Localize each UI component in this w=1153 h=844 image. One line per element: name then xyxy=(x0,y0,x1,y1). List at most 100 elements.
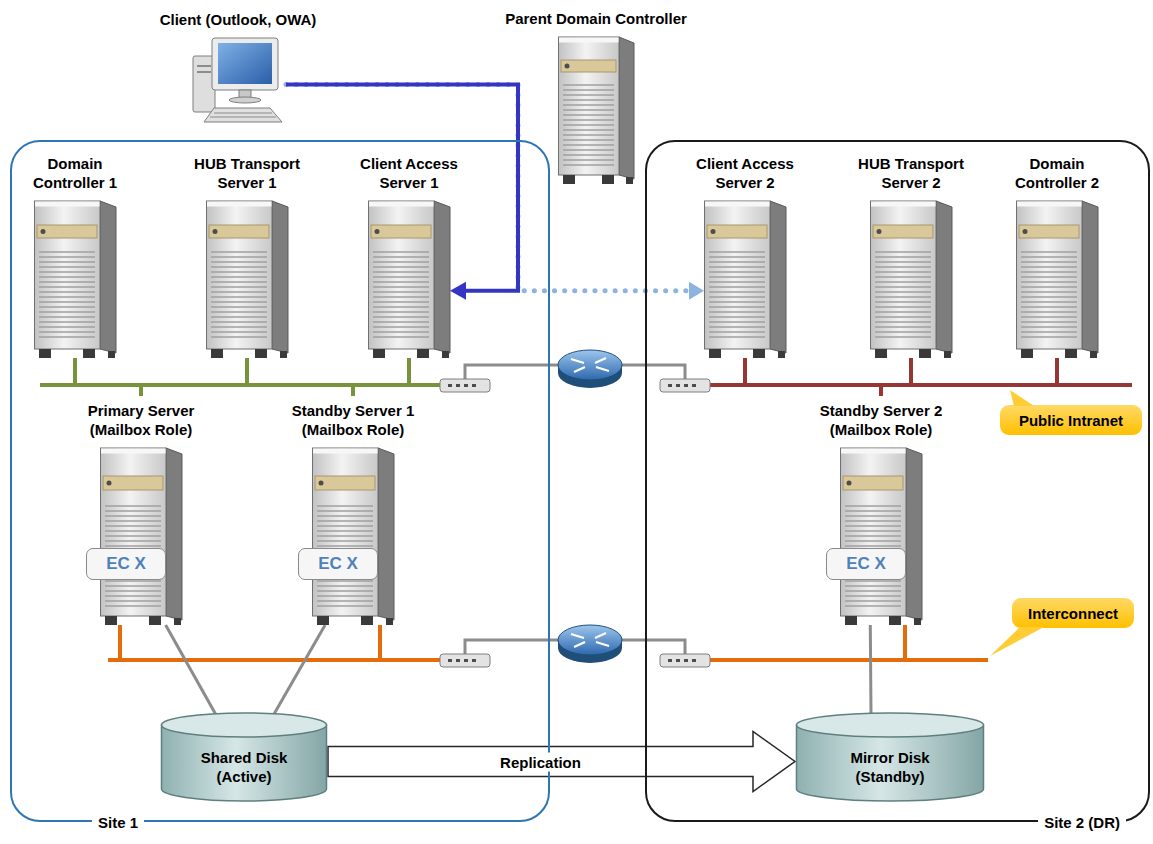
label-slot: HUB Transport Server 1 xyxy=(187,154,307,192)
network-bus xyxy=(108,658,988,662)
server-foot xyxy=(373,349,385,358)
server-tower: Parent Domain Controller xyxy=(558,34,634,184)
server-vents xyxy=(39,252,95,337)
server-bay xyxy=(209,225,269,238)
server-foot xyxy=(889,616,901,625)
server-top xyxy=(559,38,619,43)
server-bay xyxy=(37,225,97,238)
server-top xyxy=(35,202,100,207)
power-button xyxy=(41,229,46,234)
server-illustration xyxy=(368,198,450,358)
mailbox-server: Standby Server 1 (Mailbox Role)EC X xyxy=(312,445,394,625)
server-label: Parent Domain Controller xyxy=(505,9,687,28)
server-front xyxy=(705,201,771,349)
label-slot: Parent Domain Controller xyxy=(505,9,687,28)
server-vents xyxy=(709,252,765,337)
server-label: HUB Transport Server 2 xyxy=(851,154,971,192)
arrow-head xyxy=(450,282,466,300)
server-vents xyxy=(563,85,614,165)
server-foot xyxy=(39,349,51,358)
server-top xyxy=(871,202,936,207)
disk-label: Mirror Disk (Standby) xyxy=(835,748,945,786)
label-slot: Replication xyxy=(496,752,585,771)
power-button xyxy=(1023,229,1028,234)
power-button xyxy=(213,229,218,234)
server-side xyxy=(378,448,394,620)
server-side xyxy=(166,448,182,620)
disk-top xyxy=(797,713,984,737)
server-label: Domain Controller 2 xyxy=(997,154,1117,192)
server-front xyxy=(841,448,907,616)
callout-box: Interconnect xyxy=(1012,598,1134,628)
server-front xyxy=(1017,201,1083,349)
server-side xyxy=(770,201,786,353)
server-illustration xyxy=(1016,198,1098,358)
server-foot xyxy=(280,351,287,358)
disk-top xyxy=(162,713,327,737)
label-slot: Client Access Server 1 xyxy=(349,154,469,192)
replication-arrow xyxy=(328,732,795,792)
switch-ports xyxy=(448,386,696,661)
disk-label: Shared Disk (Active) xyxy=(189,748,299,786)
server-foot xyxy=(563,175,575,184)
server-bay xyxy=(561,60,616,72)
server-foot xyxy=(386,618,393,625)
site-region: Site 1Domain Controller 1HUB Transport S… xyxy=(10,140,550,822)
server-illustration xyxy=(704,198,786,358)
server-label: Standby Server 1 (Mailbox Role) xyxy=(278,401,428,439)
network-drop xyxy=(120,625,905,660)
connector-line xyxy=(274,625,325,714)
server-label: HUB Transport Server 1 xyxy=(187,154,307,192)
connector xyxy=(166,625,216,714)
router-arrows xyxy=(571,358,609,372)
server-bay xyxy=(315,476,375,490)
callout-tail xyxy=(1012,598,1013,599)
label-slot: Shared Disk (Active) xyxy=(160,738,328,796)
server-top xyxy=(705,202,770,207)
server-foot xyxy=(361,616,373,625)
site-label: Site 1 xyxy=(92,813,144,832)
label-slot: Domain Controller 2 xyxy=(997,154,1117,192)
callout-tail-shape xyxy=(990,627,1044,656)
server-vents xyxy=(875,252,931,337)
server-side xyxy=(906,448,922,620)
label-slot: Client Access Server 2 xyxy=(685,154,805,192)
power-button xyxy=(107,481,112,486)
site-region: Site 2 (DR)Client Access Server 2HUB Tra… xyxy=(645,140,1150,822)
server-foot xyxy=(108,351,115,358)
router-arrows xyxy=(571,633,609,647)
server-top xyxy=(841,449,906,454)
power-button xyxy=(877,229,882,234)
server-bay xyxy=(1019,225,1079,238)
connector xyxy=(870,625,872,713)
server-foot xyxy=(919,349,931,358)
cluster-badge: EC X xyxy=(826,548,906,580)
server-side xyxy=(100,201,116,353)
callout-box: Public Intranet xyxy=(1000,405,1142,435)
callout-text: Public Intranet xyxy=(1019,411,1123,430)
server-foot xyxy=(1021,349,1033,358)
network-drop xyxy=(75,358,409,396)
client-computer: Client (Outlook, OWA) xyxy=(190,34,286,126)
server-foot xyxy=(914,618,921,625)
server-top xyxy=(207,202,272,207)
server-foot xyxy=(83,349,95,358)
power-button xyxy=(319,481,324,486)
router-top xyxy=(558,625,622,655)
server-side xyxy=(936,201,952,353)
server-label: Domain Controller 1 xyxy=(15,154,135,192)
server-illustration xyxy=(100,445,182,625)
server-foot xyxy=(211,349,223,358)
server-bay xyxy=(371,225,431,238)
mailbox-server: Standby Server 2 (Mailbox Role)EC X xyxy=(840,445,922,625)
cluster-badge: EC X xyxy=(298,548,378,580)
label-slot: HUB Transport Server 2 xyxy=(851,154,971,192)
server-foot xyxy=(1090,351,1097,358)
server-foot xyxy=(753,349,765,358)
server-top xyxy=(313,449,378,454)
server-label: Primary Server (Mailbox Role) xyxy=(66,401,216,439)
label-slot: Standby Server 1 (Mailbox Role) xyxy=(278,401,428,439)
server-illustration xyxy=(558,34,634,184)
disk-cylinder: Mirror Disk (Standby) xyxy=(795,712,985,802)
